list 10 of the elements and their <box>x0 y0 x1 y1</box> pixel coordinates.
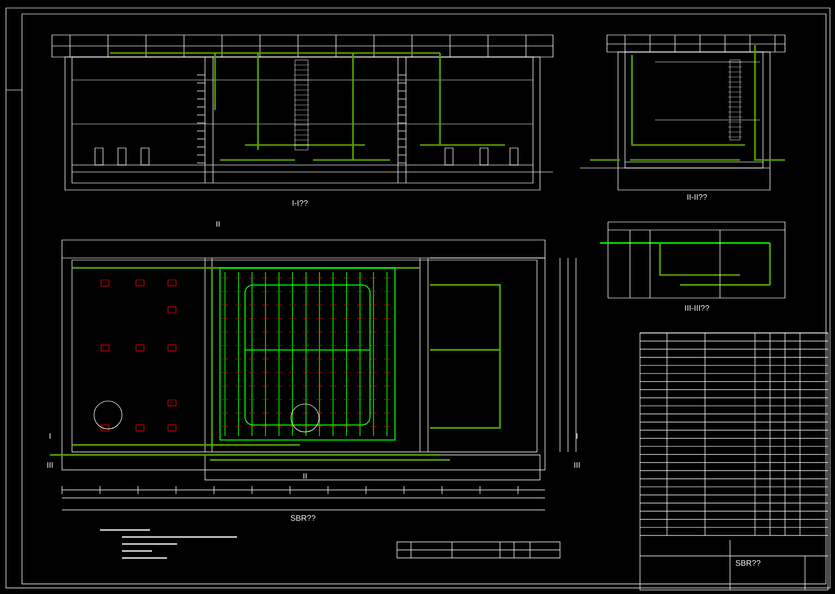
section-label: III <box>574 462 580 468</box>
section-label: II-II?? <box>688 194 707 200</box>
section-label: SBR?? <box>736 560 760 566</box>
section-label: SBR?? <box>290 515 316 521</box>
section-label: III <box>47 462 53 468</box>
section-label: I-I?? <box>292 200 308 206</box>
section-label: I <box>576 433 578 439</box>
section-label: II <box>304 473 306 479</box>
section-label: III-III?? <box>685 305 710 311</box>
section-label: II <box>216 221 220 227</box>
